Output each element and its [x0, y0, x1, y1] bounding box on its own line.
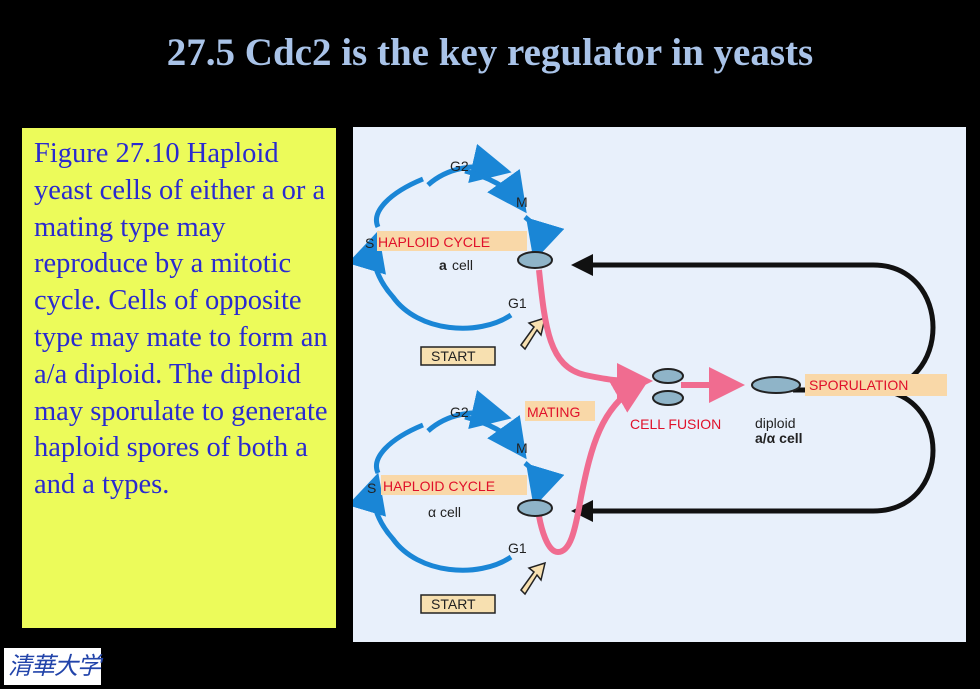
mating-path-from-a [536, 269, 653, 399]
diagram-svg: G2 M S G1 HAPLOID CYCLE a cell START MAT… [353, 143, 947, 614]
arrowhead-to-a-cell [571, 254, 593, 276]
cell-fusion-label: CELL FUSION [630, 416, 721, 432]
return-loop-top [585, 262, 936, 393]
start-box-top [420, 346, 496, 366]
return-loop-bottom [585, 387, 936, 514]
g2-label-bottom: G2 [450, 404, 469, 420]
haploid-cycle-label-top: HAPLOID CYCLE [378, 234, 490, 250]
alpha-cell-shape [517, 499, 553, 517]
haploid-cycle-highlight-top [377, 231, 527, 251]
s-label-top: S [365, 235, 374, 251]
start-arrow-bottom [520, 561, 547, 596]
arrow-m-to-cell-bottom [523, 461, 565, 508]
arrow-m-to-cell-top [523, 215, 565, 262]
a-cell-word: cell [452, 257, 473, 273]
figure-caption: Figure 27.10 Haploid yeast cells of eith… [34, 138, 328, 501]
figure-caption-box: Figure 27.10 Haploid yeast cells of eith… [22, 128, 336, 628]
arrow-s-to-g2-bottom [426, 389, 512, 433]
mating-label: MATING [527, 404, 580, 420]
g2-label-top: G2 [450, 158, 469, 174]
arrow-g1-to-s-top [353, 230, 513, 331]
s-label-bottom: S [367, 480, 376, 496]
fusing-cell-upper [652, 368, 684, 384]
arrow-s-to-g2-top [426, 143, 512, 187]
g1-label-top: G1 [508, 295, 527, 311]
start-arrow-top [520, 316, 547, 351]
arrow-g2-to-m-bottom [464, 414, 527, 460]
a-cell-shape [517, 251, 553, 269]
m-label-bottom: M [516, 440, 528, 456]
arrowhead-to-alpha-cell [571, 500, 593, 522]
start-label-top: START [431, 348, 476, 364]
haploid-cycle-highlight-bottom [381, 475, 527, 495]
alpha-cell-label: α cell [428, 504, 461, 520]
arc-left-top [374, 176, 424, 229]
university-logo: 清華大学 [4, 648, 101, 685]
start-label-bottom: START [431, 596, 476, 612]
haploid-cycle-label-bottom: HAPLOID CYCLE [383, 478, 495, 494]
diploid-cell-type-label: a/α cell [755, 430, 803, 446]
yeast-cycle-diagram: G2 M S G1 HAPLOID CYCLE a cell START MAT… [353, 127, 966, 642]
diploid-cell-shape [751, 376, 801, 394]
arc-left-bottom [374, 422, 424, 475]
start-box-bottom [420, 594, 496, 614]
arrow-g2-to-m-top [464, 168, 527, 214]
mating-path-from-alpha [536, 378, 650, 556]
arrow-g1-to-s-bottom [353, 472, 513, 573]
g1-label-bottom: G1 [508, 540, 527, 556]
a-cell-letter: a [439, 257, 447, 273]
slide-title: 27.5 Cdc2 is the key regulator in yeasts [166, 31, 814, 74]
mating-highlight [525, 401, 595, 421]
fusing-cell-lower [652, 390, 684, 406]
sporulation-label: SPORULATION [809, 377, 908, 393]
sporulation-highlight [805, 374, 947, 396]
diploid-label: diploid [755, 415, 795, 431]
m-label-top: M [516, 194, 528, 210]
